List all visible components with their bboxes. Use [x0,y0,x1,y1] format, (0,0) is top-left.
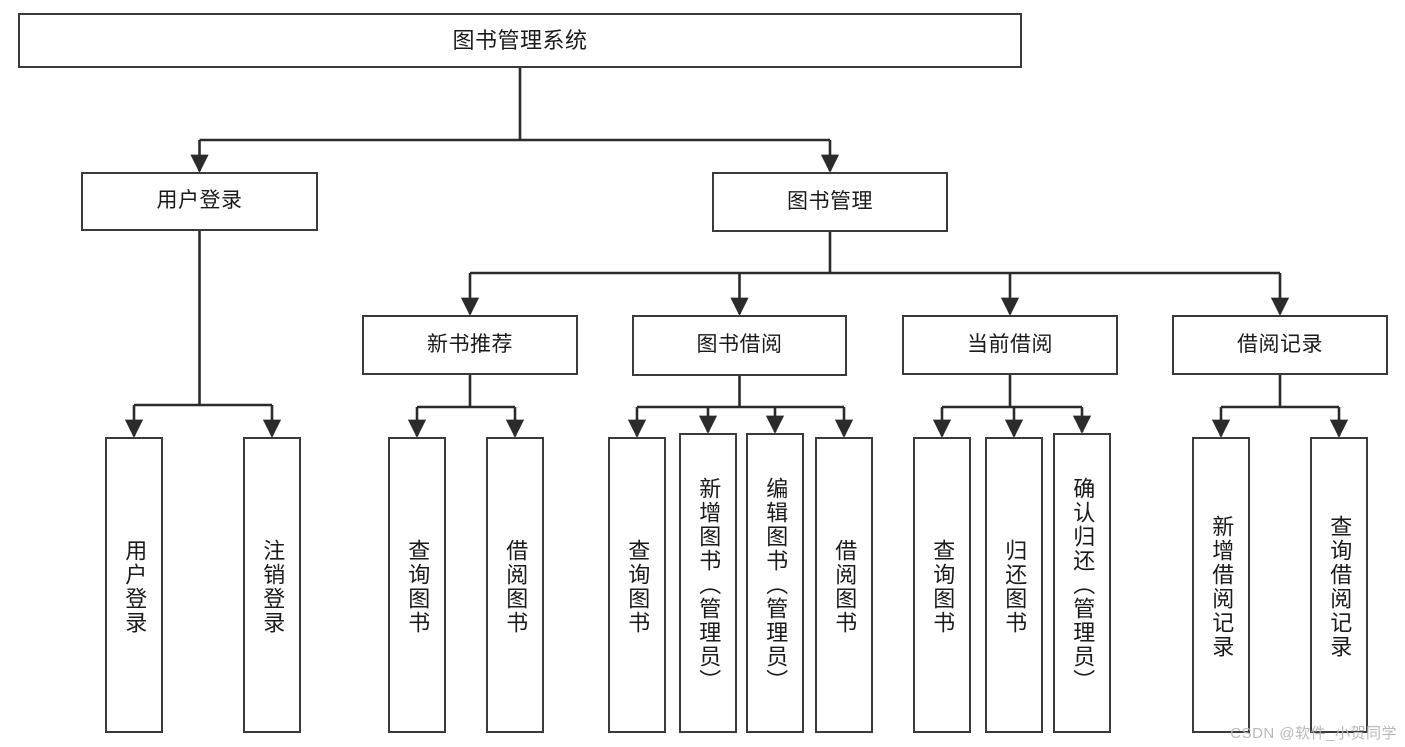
node-label: 确认归还（管理员） [1070,477,1096,693]
node-leaf-1[interactable]: 用户登录 [105,437,163,733]
node-leaf-6[interactable]: 新增图书（管理员） [679,433,737,733]
node-leaf-2[interactable]: 注销登录 [243,437,301,733]
node-leaf-8[interactable]: 借阅图书 [815,437,873,733]
node-label: 查询图书 [405,539,431,635]
node-label: 查询借阅记录 [1327,515,1353,659]
node-leaf-7[interactable]: 编辑图书（管理员） [746,433,804,733]
node-root[interactable]: 图书管理系统 [18,13,1022,68]
node-label: 新书推荐 [427,332,513,356]
node-label: 编辑图书（管理员） [763,477,789,693]
node-label: 用户登录 [122,539,148,635]
node-leaf-12[interactable]: 新增借阅记录 [1192,437,1250,733]
node-label: 借阅图书 [503,539,529,635]
node-leaf-3[interactable]: 查询图书 [388,437,446,733]
node-leaf-13[interactable]: 查询借阅记录 [1310,437,1368,733]
node-label: 图书管理系统 [452,27,588,53]
node-label: 当前借阅 [967,332,1053,356]
node-l3-1[interactable]: 新书推荐 [362,315,578,375]
node-leaf-10[interactable]: 归还图书 [985,437,1043,733]
node-l3-3[interactable]: 当前借阅 [902,315,1118,375]
node-label: 图书管理 [787,189,873,213]
node-label: 查询图书 [930,539,956,635]
node-l2-1[interactable]: 用户登录 [81,172,318,231]
node-label: 借阅图书 [832,539,858,635]
edge-group [124,68,1349,438]
node-label: 图书借阅 [696,333,783,357]
watermark: CSDN @软件_小贺同学 [1230,725,1397,742]
node-label: 用户登录 [156,189,243,213]
node-label: 新增图书（管理员） [696,477,722,693]
node-leaf-11[interactable]: 确认归还（管理员） [1053,433,1111,733]
node-leaf-5[interactable]: 查询图书 [608,437,666,733]
node-leaf-9[interactable]: 查询图书 [913,437,971,733]
node-label: 注销登录 [260,539,286,635]
node-label: 借阅记录 [1237,332,1323,356]
node-l3-4[interactable]: 借阅记录 [1172,315,1388,375]
node-label: 新增借阅记录 [1209,515,1235,659]
node-leaf-4[interactable]: 借阅图书 [486,437,544,733]
node-l2-2[interactable]: 图书管理 [712,172,948,232]
node-label: 归还图书 [1002,539,1028,635]
node-label: 查询图书 [625,539,651,635]
node-l3-2[interactable]: 图书借阅 [632,315,847,376]
